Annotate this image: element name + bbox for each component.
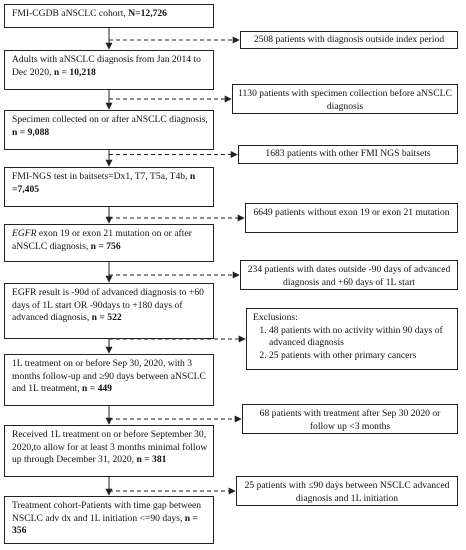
excl-outside-index-period: 2508 patients with diagnosis outside ind… bbox=[240, 31, 458, 49]
box-text: Specimen collected on or after aNSCLC di… bbox=[12, 114, 208, 125]
count-value: n = 522 bbox=[91, 312, 122, 324]
exclusions-title: Exclusions: bbox=[253, 312, 298, 323]
excl-other-baitsets: 1683 patients with other FMI NGS baitset… bbox=[238, 145, 458, 164]
count-value: n =7,405 bbox=[12, 171, 196, 195]
exclusion-item: 25 patients with other primary cancers bbox=[269, 350, 452, 363]
box-text: Adults with aNSCLC diagnosis from Jan 20… bbox=[12, 54, 201, 78]
count-value: n = 10,218 bbox=[53, 66, 96, 78]
box-specimen-collected: Specimen collected on or after aNSCLC di… bbox=[4, 110, 214, 150]
count-value: N=12,726 bbox=[128, 8, 167, 19]
excl-after-sep-2020: 68 patients with treatment after Sep 30 … bbox=[242, 404, 458, 434]
box-text: Received 1L treatment on or before Septe… bbox=[12, 429, 208, 466]
count-value: n = 9,088 bbox=[12, 126, 50, 138]
box-adults-diagnosis-2014-2020: Adults with aNSCLC diagnosis from Jan 20… bbox=[4, 50, 214, 90]
box-text: exon 19 or exon 21 mutation on or after … bbox=[12, 228, 192, 252]
box-text: FMI-NGS test in baitsets=Dx1, T7, T5a, T… bbox=[12, 171, 190, 182]
box-received-1l-treatment: Received 1L treatment on or before Septe… bbox=[4, 425, 214, 477]
box-fmi-cgdb-cohort: FMI-CGDB aNSCLC cohort, N=12,726 bbox=[4, 4, 214, 28]
gene-name: EGFR bbox=[12, 228, 37, 239]
box-text: 1L treatment on or before Sep 30, 2020, … bbox=[12, 358, 206, 395]
box-fmi-ngs-baitsets: FMI-NGS test in baitsets=Dx1, T7, T5a, T… bbox=[4, 167, 214, 207]
count-value: n = 756 bbox=[90, 240, 121, 252]
exclusions-list: 48 patients with no activity within 90 d… bbox=[253, 325, 452, 363]
count-value: n = 381 bbox=[136, 454, 167, 466]
box-egfr-result-window: EGFR result is -90d of advanced diagnosi… bbox=[4, 283, 214, 339]
exclusions-list-box: Exclusions: 48 patients with no activity… bbox=[246, 308, 458, 370]
box-egfr-mutation: EGFR exon 19 or exon 21 mutation on or a… bbox=[4, 224, 214, 262]
box-1l-treatment-followup: 1L treatment on or before Sep 30, 2020, … bbox=[4, 354, 214, 406]
count-value: n = 449 bbox=[81, 383, 112, 395]
exclusion-item: 48 patients with no activity within 90 d… bbox=[269, 325, 452, 350]
excl-dates-outside-window: 234 patients with dates outside -90 days… bbox=[240, 260, 458, 290]
excl-gap-over-90-days: 25 patients with ≤90 days between NSCLC … bbox=[236, 476, 458, 506]
box-treatment-cohort: Treatment cohort-Patients with time gap … bbox=[4, 496, 214, 544]
box-text: EGFR result is -90d of advanced diagnosi… bbox=[12, 287, 204, 324]
box-text: Treatment cohort-Patients with time gap … bbox=[12, 500, 202, 524]
box-text: FMI-CGDB aNSCLC cohort, bbox=[12, 8, 129, 19]
excl-no-exon-mutation: 6649 patients without exon 19 or exon 21… bbox=[245, 203, 458, 233]
excl-specimen-before-diagnosis: 1130 patients with specimen collection b… bbox=[232, 84, 458, 114]
count-value: n = 356 bbox=[12, 512, 198, 537]
